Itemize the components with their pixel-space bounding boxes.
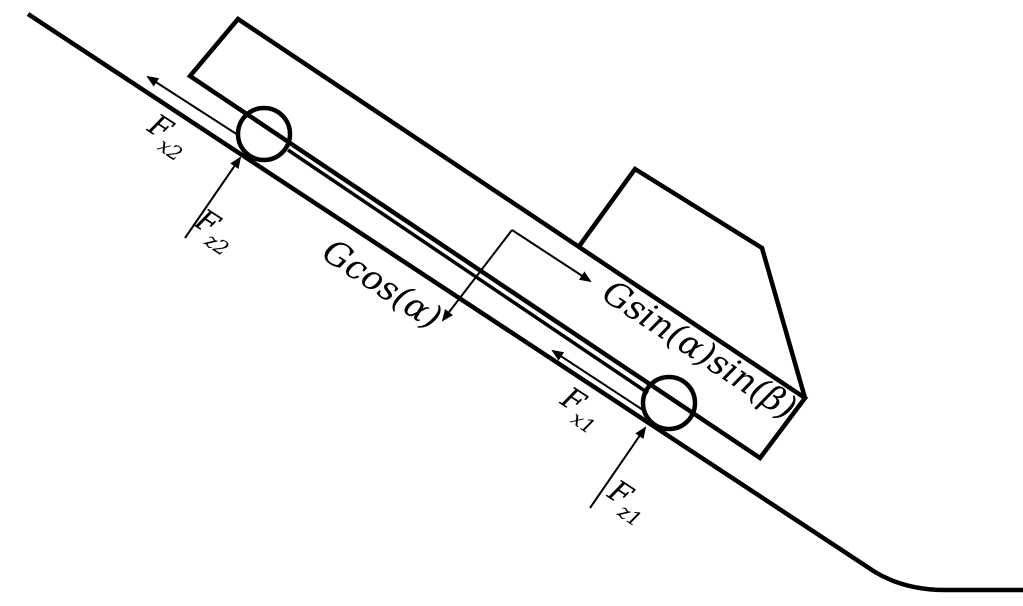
gsin-label: Gsin(α)sin(β) [595,272,803,428]
gcos-arrow [441,229,513,322]
vehicle-body [186,16,809,462]
rear-wheel [235,105,293,163]
gsin-arrow [511,229,592,283]
fz2-arrow [184,156,242,239]
slope-ground [26,12,1023,593]
fx1-arrow [551,349,644,411]
vehicle-cab [578,165,808,399]
fx2-arrow [146,75,239,136]
fz1-arrow [589,426,647,509]
chassis-line [287,148,649,395]
front-wheel [640,374,698,432]
